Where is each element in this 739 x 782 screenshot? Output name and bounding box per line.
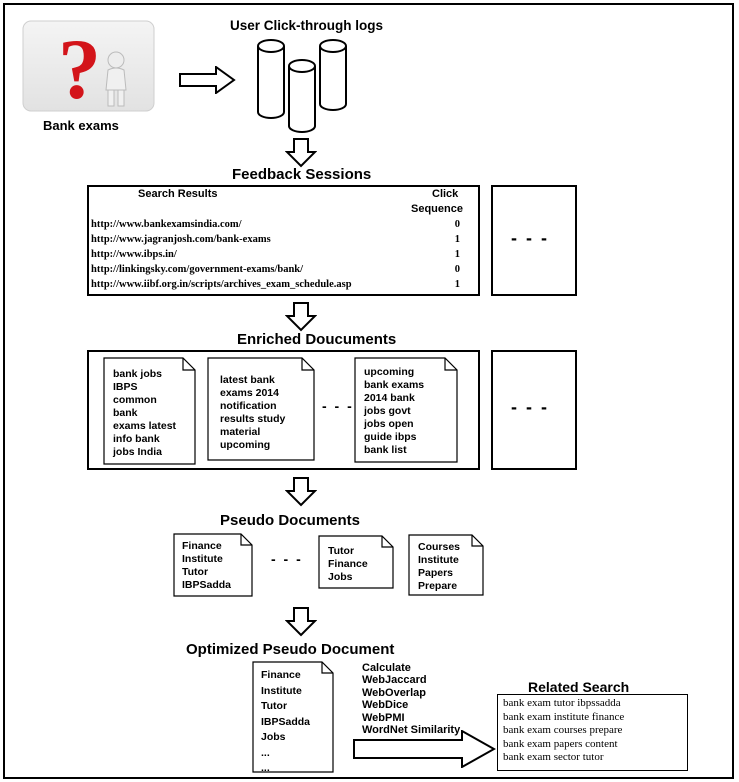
enriched-doc-2-line: material: [220, 426, 261, 438]
related-title: Related Search: [528, 679, 630, 695]
seq-row-2: 1: [454, 234, 460, 245]
related-search-item: bank exam institute finance: [503, 710, 625, 723]
related-search-item: bank exam sector tutor: [503, 751, 604, 764]
url-row-3: http://www.ibps.in/: [91, 249, 177, 260]
pseudo-doc-2: Tutor Finance Jobs: [318, 535, 394, 589]
optimized-doc-line: Jobs: [261, 731, 286, 743]
similarity-measures: Calculate WebJaccard WebOverlap WebDice …: [362, 662, 460, 736]
enriched-doc-3-line: bank list: [364, 444, 407, 456]
enriched-between-dots: - - -: [322, 398, 354, 414]
optimized-doc: Finance Institute Tutor IBPSadda Jobs ..…: [252, 661, 334, 774]
pseudo-doc-1-line: Institute: [182, 553, 223, 565]
enriched-doc-3-line: jobs open: [364, 418, 414, 430]
enriched-doc-2-line: exams 2014: [220, 387, 279, 399]
pseudo-doc-2-line: Tutor: [328, 545, 355, 557]
query-label: Bank exams: [43, 118, 119, 133]
right-arrow-icon: [178, 65, 236, 99]
calc-line: WebJaccard: [362, 674, 427, 687]
pseudo-doc-3: Courses Institute Papers Prepare: [408, 534, 484, 596]
optimized-doc-line: IBPSadda: [261, 715, 311, 728]
pseudo-doc-2-line: Finance: [328, 558, 368, 570]
enriched-doc-2-line: results study: [220, 413, 286, 425]
enriched-doc-1-line: info bank: [113, 433, 160, 445]
enriched-doc-3-line: jobs govt: [364, 405, 411, 417]
enriched-doc-3: upcoming bank exams 2014 bank jobs govt …: [354, 357, 458, 463]
optimized-doc-line: Institute: [261, 684, 302, 697]
down-arrow-icon: [284, 302, 318, 337]
search-results-header: Search Results: [138, 188, 218, 200]
feedback-more-dots: - - -: [511, 228, 549, 248]
optimized-doc-line: Finance: [261, 669, 301, 681]
url-row-2: http://www.jagranjosh.com/bank-exams: [91, 234, 271, 245]
seq-row-3: 1: [454, 249, 460, 260]
enriched-doc-3-line: bank exams: [364, 379, 425, 391]
pseudo-doc-1-line: IBPSadda: [182, 579, 232, 591]
down-arrow-icon: [284, 138, 318, 173]
enriched-more-box: [491, 350, 577, 470]
url-row-4: http://linkingsky.com/government-exams/b…: [91, 264, 304, 275]
enriched-doc-1-line: jobs India: [113, 446, 163, 458]
enriched-doc-1-line: bank: [113, 407, 138, 419]
related-search-list: bank exam tutor ibpssadda bank exam inst…: [503, 697, 624, 765]
pseudo-doc-3-line: Courses: [418, 541, 461, 553]
down-arrow-icon: [284, 477, 318, 512]
feedback-title: Feedback Sessions: [232, 166, 372, 183]
diagram-frame: [3, 3, 734, 779]
url-row-1: http://www.bankexamsindia.com/: [91, 219, 242, 230]
pseudo-doc-3-line: Papers: [418, 567, 454, 579]
enriched-doc-2-line: upcoming: [220, 439, 271, 451]
svg-text:?: ?: [58, 21, 101, 112]
related-search-box: [497, 694, 688, 771]
enriched-doc-2: latest bank exams 2014 notification resu…: [207, 357, 315, 461]
enriched-doc-1: bank jobs IBPS common bank exams latest …: [103, 357, 196, 465]
optimized-doc-line: ...: [261, 762, 270, 774]
calc-line: WebDice: [362, 699, 409, 712]
enriched-doc-2-line: notification: [220, 400, 277, 412]
enriched-title: Enriched Doucuments: [237, 331, 397, 348]
feedback-more-box: [491, 185, 577, 296]
pseudo-doc-3-line: Prepare: [418, 580, 458, 592]
enriched-doc-1-line: IBPS: [113, 381, 138, 393]
optimized-title: Optimized Pseudo Document: [186, 641, 395, 658]
pseudo-between-dots: - - -: [271, 551, 303, 567]
database-icon: [254, 34, 364, 139]
pseudo-title: Pseudo Documents: [220, 512, 361, 529]
enriched-doc-1-line: bank jobs: [113, 368, 163, 380]
pseudo-doc-1-line: Tutor: [182, 566, 209, 578]
seq-row-4: 0: [454, 264, 460, 275]
click-header-1: Click: [432, 188, 459, 200]
feedback-session-box: [87, 185, 480, 296]
enriched-doc-3-line: upcoming: [364, 366, 415, 378]
pseudo-doc-3-line: Institute: [418, 554, 459, 566]
calc-line: Calculate: [362, 662, 411, 674]
related-search-item: bank exam tutor ibpssadda: [503, 697, 621, 709]
enriched-doc-1-line: exams latest: [113, 420, 177, 432]
seq-row-5: 1: [454, 279, 460, 290]
optimized-doc-line: ...: [261, 746, 270, 759]
logs-title: User Click-through logs: [230, 18, 384, 33]
question-mark-icon: ?: [22, 20, 155, 117]
right-arrow-icon: [352, 729, 497, 773]
url-row-5: http://www.iibf.org.in/scripts/archives_…: [91, 279, 352, 290]
optimized-doc-line: Tutor: [261, 700, 288, 712]
seq-row-1: 0: [454, 219, 460, 230]
enriched-doc-3-line: 2014 bank: [364, 392, 415, 404]
down-arrow-icon: [284, 607, 318, 642]
calc-line: WebOverlap: [362, 686, 426, 699]
click-header-2: Sequence: [411, 203, 463, 215]
pseudo-doc-1: Finance Institute Tutor IBPSadda: [173, 533, 253, 597]
related-search-item: bank exam courses prepare: [503, 724, 623, 737]
enriched-doc-1-line: common: [113, 394, 157, 406]
enriched-doc-3-line: guide ibps: [364, 431, 417, 443]
pseudo-doc-2-line: Jobs: [328, 571, 353, 583]
enriched-more-dots: - - -: [511, 397, 549, 417]
calc-line: WebPMI: [362, 711, 405, 724]
pseudo-doc-1-line: Finance: [182, 540, 222, 552]
enriched-doc-2-line: latest bank: [220, 374, 275, 386]
calc-line: WordNet Similarity: [362, 724, 461, 737]
related-search-item: bank exam papers content: [503, 737, 618, 750]
